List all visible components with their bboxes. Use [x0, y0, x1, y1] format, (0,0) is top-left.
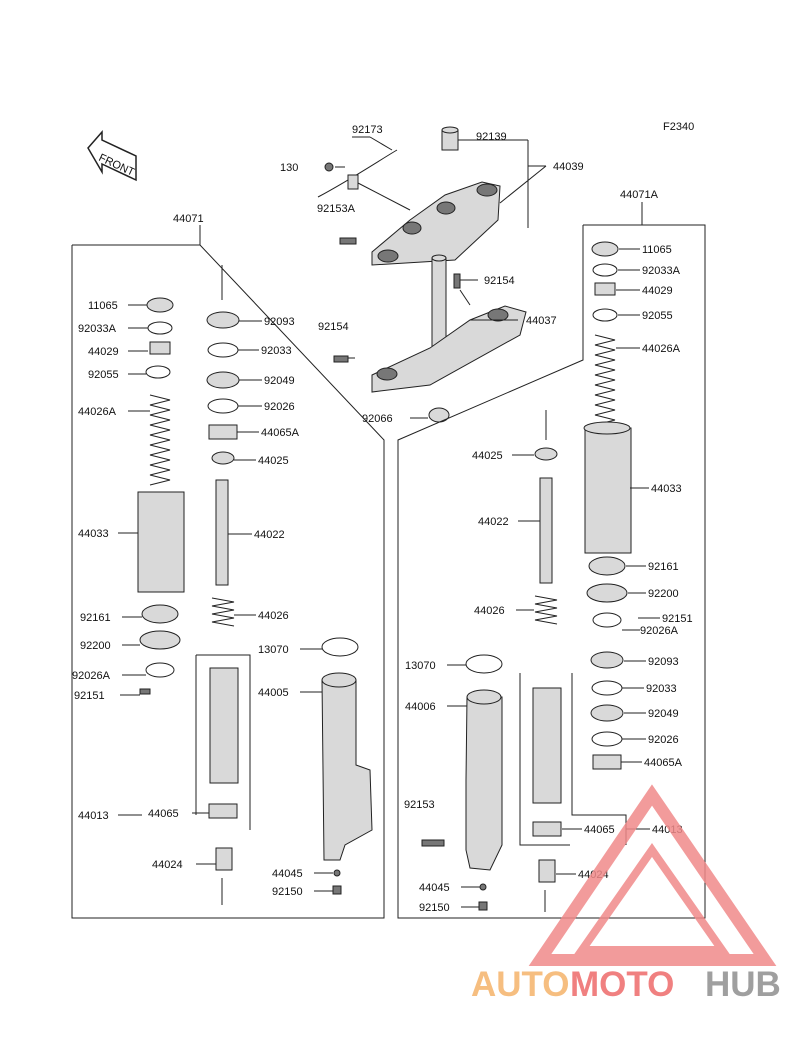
right-label-44026a: 44026A [642, 343, 681, 355]
right-label-92150: 92150 [419, 902, 450, 914]
right-label-92161: 92161 [648, 561, 679, 573]
left-label-44025: 44025 [258, 455, 289, 467]
right-label-44045: 44045 [419, 882, 450, 894]
right-label-13070: 13070 [405, 660, 436, 672]
left-label-13070: 13070 [258, 644, 289, 656]
left-label-92033: 92033 [261, 345, 292, 357]
damper-rod-44022-r [539, 477, 553, 584]
upper-bracket [371, 181, 501, 266]
right-label-92033: 92033 [646, 683, 677, 695]
left-label-92161: 92161 [80, 612, 111, 624]
right-assembly-number: 44071A [620, 189, 659, 201]
right-label-92055: 92055 [642, 310, 673, 322]
left-label-44065: 44065 [148, 808, 179, 820]
right-label-44033: 44033 [651, 483, 682, 495]
left-label-92055: 92055 [88, 369, 119, 381]
left-label-44026: 44026 [258, 610, 289, 622]
left-label-44024: 44024 [152, 859, 183, 871]
lower-bracket [371, 305, 527, 393]
left-fork-group: 44071 [71, 213, 385, 919]
front-arrow-icon: FRONT [87, 130, 137, 182]
left-label-44065a: 44065A [261, 427, 300, 439]
fork-tube-44033 [137, 491, 185, 593]
left-label-11065: 11065 [88, 300, 118, 312]
left-label-44013: 44013 [78, 810, 109, 822]
label-130: 130 [280, 162, 298, 174]
fork-tube-44033-r [584, 427, 632, 554]
label-44037: 44037 [526, 315, 557, 327]
right-label-92049: 92049 [648, 708, 679, 720]
right-label-44025: 44025 [472, 450, 503, 462]
watermark-logo: AUTO MOTO HUB [471, 784, 781, 1004]
right-label-92153: 92153 [404, 799, 435, 811]
inner-tube-44013-r [532, 687, 562, 804]
left-assembly-number: 44071 [173, 213, 204, 225]
damper-rod-44022 [215, 479, 229, 586]
left-label-92026a: 92026A [72, 670, 111, 682]
label-92139: 92139 [476, 131, 507, 143]
label-44039: 44039 [553, 161, 584, 173]
left-label-44033: 44033 [78, 528, 109, 540]
right-label-44029: 44029 [642, 285, 673, 297]
outer-tube-44005 [321, 679, 373, 861]
left-label-44022: 44022 [254, 529, 285, 541]
right-label-44026: 44026 [474, 605, 505, 617]
left-label-92026: 92026 [264, 401, 295, 413]
label-92153a: 92153A [317, 203, 356, 215]
bolt-130 [324, 162, 334, 172]
bolt-92153a [339, 237, 357, 245]
right-label-92093: 92093 [648, 656, 679, 668]
right-label-92033a: 92033A [642, 265, 681, 277]
left-label-44026a: 44026A [78, 406, 117, 418]
right-label-11065: 11065 [642, 244, 672, 256]
right-label-92026a: 92026A [640, 625, 679, 637]
left-label-92093: 92093 [264, 316, 295, 328]
inner-tube-44013 [209, 667, 239, 784]
watermark-auto: AUTO [471, 965, 570, 1004]
steering-stem-group: 92173 130 92153A 92139 44039 92154 92154… [280, 124, 584, 425]
left-label-92151: 92151 [74, 690, 105, 702]
right-label-92026: 92026 [648, 734, 679, 746]
label-92066: 92066 [362, 413, 393, 425]
left-label-44005: 44005 [258, 687, 289, 699]
watermark-moto: MOTO [570, 965, 674, 1004]
label-92173: 92173 [352, 124, 383, 136]
right-label-92200: 92200 [648, 588, 679, 600]
right-label-44065a: 44065A [644, 757, 683, 769]
right-label-44065: 44065 [584, 824, 615, 836]
left-label-92150: 92150 [272, 886, 303, 898]
left-label-92049: 92049 [264, 375, 295, 387]
bracket-clip [347, 174, 359, 190]
left-label-92033a: 92033A [78, 323, 117, 335]
left-label-44045: 44045 [272, 868, 303, 880]
seal-92066 [428, 407, 450, 423]
figure-code: F2340 [663, 121, 694, 133]
left-label-44029: 44029 [88, 346, 119, 358]
watermark-hub: HUB [705, 965, 781, 1004]
label-92154-right: 92154 [484, 275, 515, 287]
outer-tube-44006 [465, 696, 503, 871]
left-label-92200: 92200 [80, 640, 111, 652]
right-label-92151: 92151 [662, 613, 693, 625]
right-label-44022: 44022 [478, 516, 509, 528]
label-92154-left: 92154 [318, 321, 349, 333]
right-label-44006: 44006 [405, 701, 436, 713]
